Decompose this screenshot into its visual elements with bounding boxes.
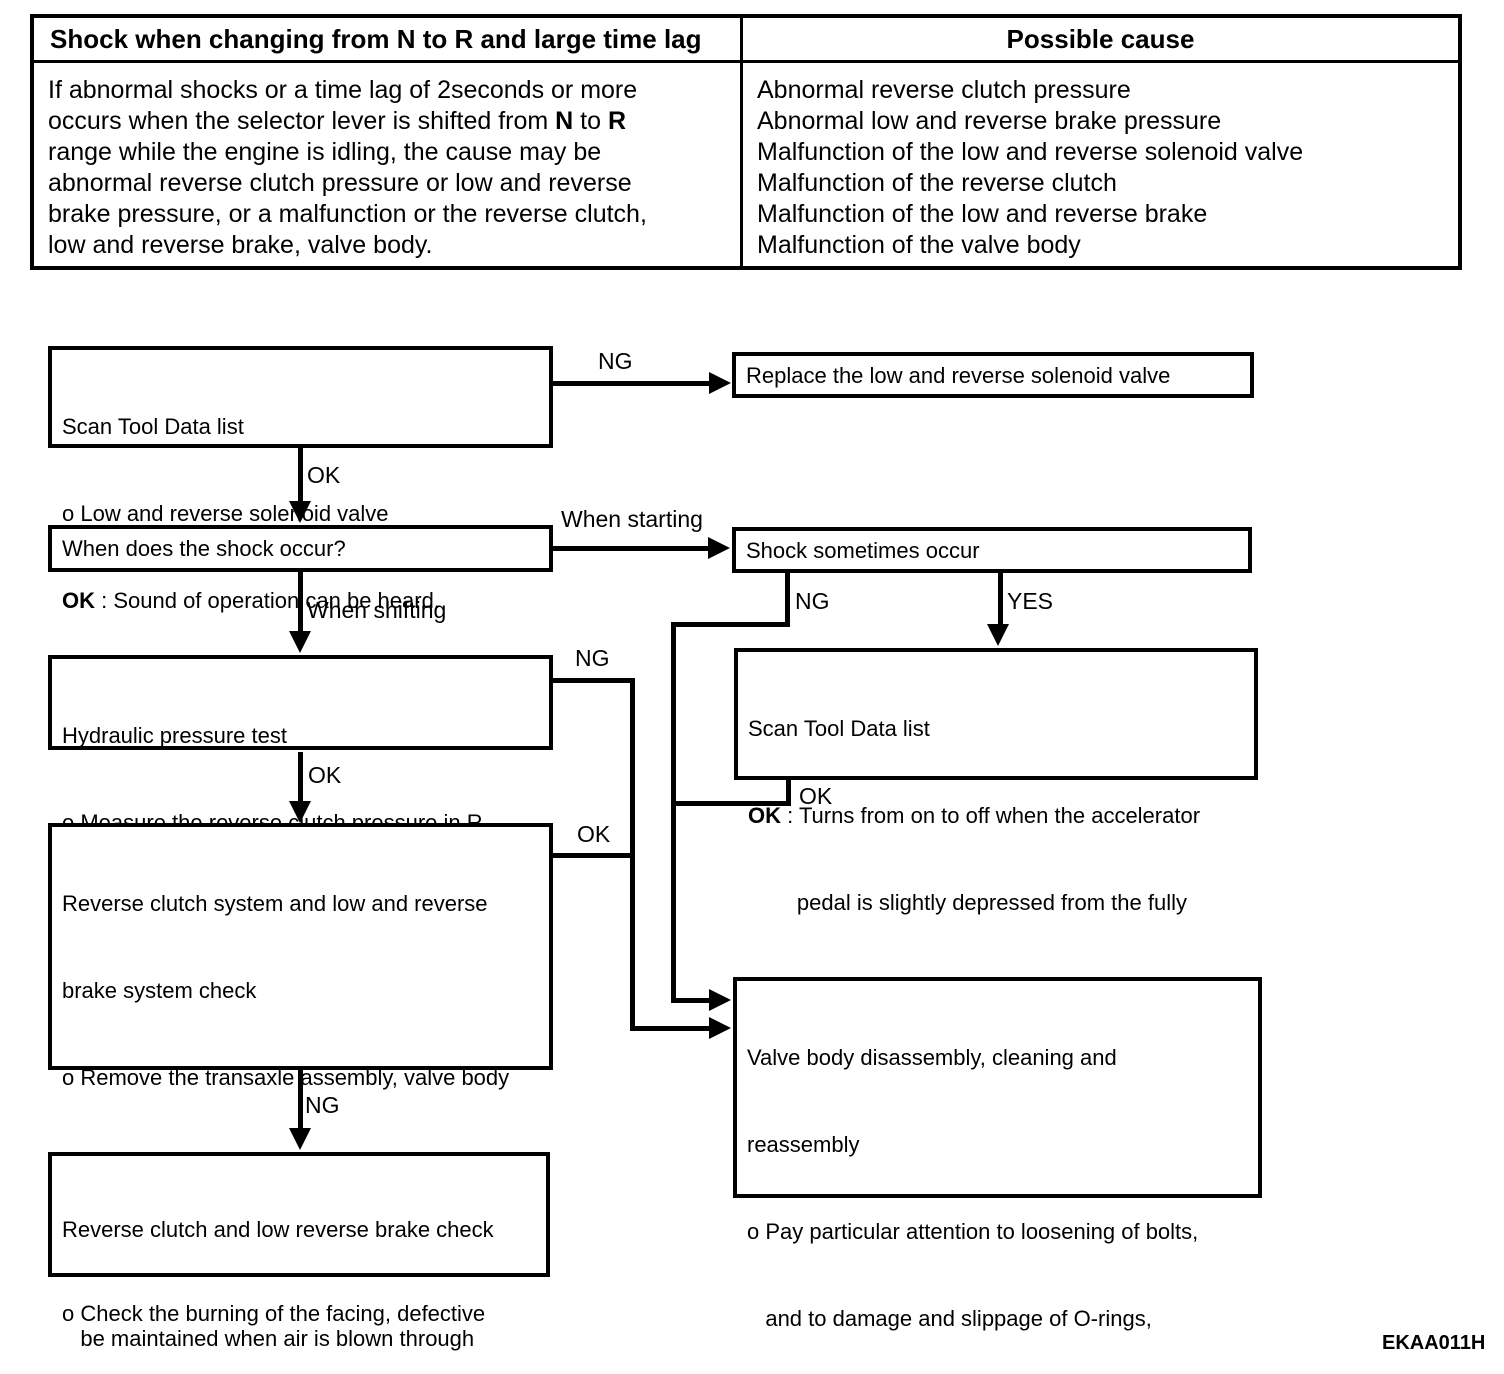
connector-scan2-ok-stub bbox=[786, 780, 791, 806]
edge-label-ok-pressure: OK bbox=[308, 762, 342, 788]
symptom-line: If abnormal shocks or a time lag of 2sec… bbox=[48, 76, 638, 104]
connector-into-valve-lower bbox=[630, 1026, 713, 1031]
arrowhead-into-shock-box bbox=[708, 537, 730, 559]
flow-box-replace-solenoid-valve: Replace the low and reverse solenoid val… bbox=[732, 352, 1254, 398]
connector-when-starting bbox=[553, 546, 711, 551]
symptom-header: Shock when changing from N to R and larg… bbox=[34, 18, 743, 63]
flow-box-valve-body-disassembly: Valve body disassembly, cleaning and rea… bbox=[733, 977, 1262, 1331]
box-line: Scan Tool Data list bbox=[62, 414, 244, 439]
connector-into-valve-upper bbox=[671, 998, 713, 1003]
box-line: o Pay particular attention to loosening … bbox=[747, 1219, 1199, 1244]
flow-box-scan-tool-solenoid: Scan Tool Data list o Low and reverse so… bbox=[48, 346, 553, 613]
flow-box-when-does-shock-occur: When does the shock occur? bbox=[48, 525, 553, 572]
connector-hydraulic-ng-right bbox=[553, 678, 635, 683]
box-line: Reverse clutch system and low and revers… bbox=[62, 891, 488, 916]
box-line: o Check the burning of the facing, defec… bbox=[62, 1301, 486, 1326]
possible-cause-header: Possible cause bbox=[743, 18, 1458, 63]
edge-label-when-starting: When starting bbox=[561, 506, 703, 532]
connector-shock-ng-down bbox=[671, 622, 676, 1003]
box-line: pedal is slightly depressed from the ful… bbox=[748, 890, 1187, 915]
flow-box-reverse-clutch-brake-check: Reverse clutch and low reverse brake che… bbox=[48, 1152, 550, 1326]
arrowhead-into-valve-upper bbox=[709, 989, 731, 1011]
cause-item: Malfunction of the low and reverse brake bbox=[757, 200, 1208, 228]
connector-shock-ng-left bbox=[671, 622, 790, 627]
box-line: Scan Tool Data list bbox=[748, 716, 930, 741]
edge-label-ok-scan2: OK bbox=[799, 783, 833, 809]
symptom-cause-table: Shock when changing from N to R and larg… bbox=[30, 14, 1462, 270]
cause-item: Malfunction of the low and reverse solen… bbox=[757, 138, 1304, 166]
symptom-line: range while the engine is idling, the ca… bbox=[48, 138, 602, 166]
box-line: Reverse clutch and low reverse brake che… bbox=[62, 1217, 494, 1242]
flow-box-hydraulic-pressure-test: Hydraulic pressure test o Measure the re… bbox=[48, 655, 553, 922]
box-line: OK : Turns from on to off when the accel… bbox=[748, 803, 1201, 828]
box-line: Replace the low and reverse solenoid val… bbox=[746, 362, 1171, 388]
arrowhead-into-valve-lower bbox=[709, 1017, 731, 1039]
box-line: brake system check bbox=[62, 978, 257, 1003]
box-line: reassembly bbox=[747, 1132, 860, 1157]
connector-shock-yes bbox=[998, 573, 1003, 628]
cause-item: Abnormal reverse clutch pressure bbox=[757, 76, 1131, 104]
flow-box-scan-tool-accelerator: Scan Tool Data list OK : Turns from on t… bbox=[734, 648, 1258, 1002]
symptom-line: abnormal reverse clutch pressure or low … bbox=[48, 169, 632, 197]
box-line: be maintained when air is blown through bbox=[62, 1326, 475, 1351]
arrowhead-into-replace bbox=[709, 372, 731, 394]
symptom-description: If abnormal shocks or a time lag of 2sec… bbox=[34, 63, 743, 266]
connector-scan2-ok-left bbox=[671, 801, 791, 806]
connector-system-ok-right bbox=[553, 853, 635, 858]
connector-hydraulic-ok-down bbox=[298, 752, 303, 802]
symptom-line: occurs when the selector lever is shifte… bbox=[48, 107, 627, 135]
box-line: OK : Sound of operation can be heard. bbox=[62, 588, 440, 613]
box-line: and to damage and slippage of O-rings, bbox=[747, 1306, 1152, 1331]
box-line: Valve body disassembly, cleaning and bbox=[747, 1045, 1117, 1070]
arrowhead-into-system-check bbox=[289, 801, 311, 823]
figure-code: EKAA011H bbox=[1382, 1332, 1486, 1354]
box-line: Hydraulic pressure test bbox=[62, 723, 287, 748]
edge-label-ok-solenoid: OK bbox=[307, 462, 341, 488]
box-line: Shock sometimes occur bbox=[746, 537, 980, 563]
arrowhead-into-when-box bbox=[289, 501, 311, 523]
box-line: When does the shock occur? bbox=[62, 536, 346, 561]
edge-label-ng-shock: NG bbox=[795, 588, 830, 614]
cause-item: Malfunction of the reverse clutch bbox=[757, 169, 1117, 197]
symptom-line: brake pressure, or a malfunction or the … bbox=[48, 200, 647, 228]
edge-label-ng-solenoid: NG bbox=[598, 348, 633, 374]
box-line: o Remove the transaxle assembly, valve b… bbox=[62, 1065, 510, 1090]
edge-label-ng-pressure: NG bbox=[575, 645, 610, 671]
edge-label-yes-shock: YES bbox=[1007, 588, 1054, 614]
cause-item: Malfunction of the valve body bbox=[757, 231, 1081, 259]
connector-ng-to-replace bbox=[553, 381, 713, 386]
arrowhead-into-brake-check bbox=[289, 1128, 311, 1150]
symptom-line: low and reverse brake, valve body. bbox=[48, 231, 433, 259]
connector-shock-ng-stub bbox=[785, 573, 790, 627]
edge-label-ng-system: NG bbox=[305, 1092, 340, 1118]
flow-box-reverse-clutch-system-check: Reverse clutch system and low and revers… bbox=[48, 823, 553, 1351]
arrowhead-into-hydraulic-box bbox=[289, 631, 311, 653]
connector-when-shifting bbox=[298, 572, 303, 634]
flow-box-shock-sometimes-occur: Shock sometimes occur bbox=[732, 527, 1252, 573]
arrowhead-into-scan2-box bbox=[987, 624, 1009, 646]
connector-system-ng-down bbox=[298, 1070, 303, 1130]
edge-label-ok-system: OK bbox=[577, 821, 611, 847]
connector-ok-down-1 bbox=[298, 448, 303, 505]
edge-label-when-shifting: When shifting bbox=[307, 597, 447, 623]
cause-item: Abnormal low and reverse brake pressure bbox=[757, 107, 1222, 135]
